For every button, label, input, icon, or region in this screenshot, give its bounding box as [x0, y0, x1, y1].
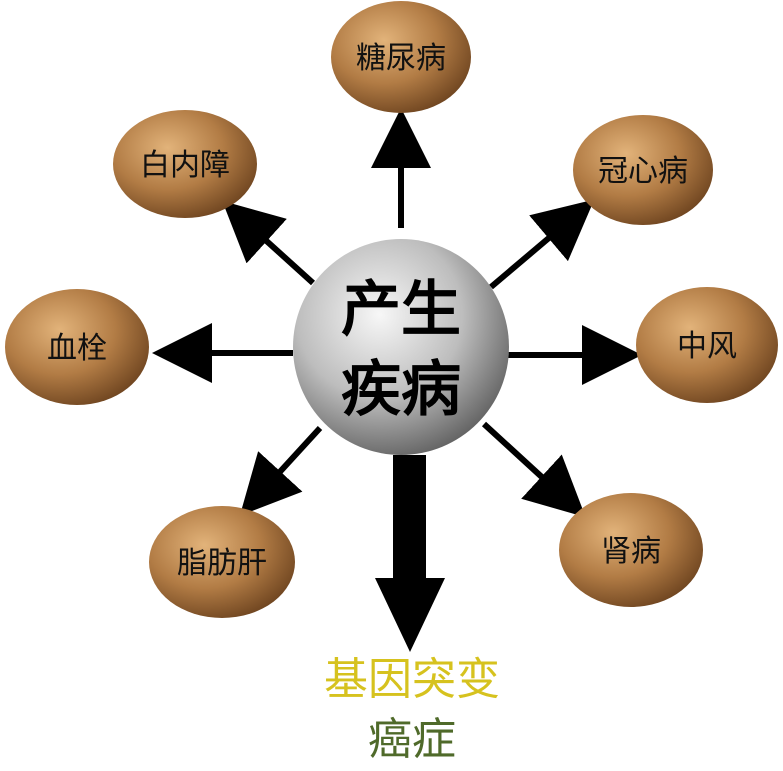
arrows-group	[152, 108, 642, 518]
node-label-thrombus: 血栓	[47, 331, 107, 366]
label-gene-mutation: 基因突变	[324, 654, 500, 705]
arrow-to-cancer	[375, 455, 445, 652]
node-fatty-liver: 脂肪肝	[149, 506, 295, 618]
arrow-to-kidney	[481, 421, 586, 518]
arrow-to-cataract	[222, 200, 316, 286]
center-label-line1: 产生	[341, 275, 461, 345]
node-stroke: 中风	[636, 287, 778, 403]
center-node: 产生 疾病	[293, 239, 509, 455]
arrow-to-fatty-liver	[239, 425, 323, 516]
node-label-kidney: 肾病	[601, 534, 661, 569]
node-kidney: 肾病	[559, 493, 703, 607]
node-coronary: 冠心病	[573, 115, 713, 225]
node-diabetes: 糖尿病	[331, 1, 471, 113]
node-label-cataract: 白内障	[140, 148, 230, 183]
node-thrombus: 血栓	[5, 289, 149, 405]
node-label-coronary: 冠心病	[598, 154, 688, 189]
node-cataract: 白内障	[113, 110, 257, 218]
node-label-diabetes: 糖尿病	[356, 41, 446, 76]
node-label-fatty-liver: 脂肪肝	[177, 546, 267, 581]
label-cancer: 癌症	[368, 714, 456, 765]
center-label-line2: 疾病	[341, 355, 461, 425]
node-label-stroke: 中风	[677, 329, 737, 364]
arrow-to-coronary	[489, 199, 595, 290]
